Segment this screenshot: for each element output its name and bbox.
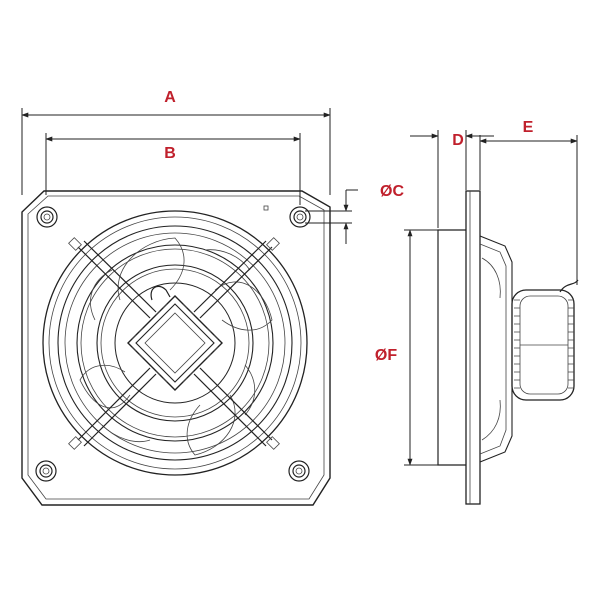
front-view (21, 190, 331, 506)
mounting-plate-inner-edge (27, 195, 325, 500)
dimension-b: B (45, 133, 301, 205)
label-b: B (164, 145, 176, 162)
label-d: D (452, 132, 464, 149)
label-e: E (523, 119, 534, 136)
label-f: ØF (375, 347, 397, 364)
mounting-hole-top-right (289, 206, 311, 228)
guard-profile (479, 235, 513, 463)
side-plate (465, 190, 481, 505)
mounting-hole-bottom-right (288, 460, 310, 482)
dimension-e: E (479, 119, 578, 285)
mounting-plate-outline (21, 190, 331, 506)
venturi-rings (42, 210, 308, 476)
dimension-d: D (410, 130, 494, 228)
dimension-c: ØC (305, 183, 404, 244)
reference-mark (263, 205, 269, 211)
mounting-hole-bottom-left (35, 460, 57, 482)
dimension-a: A (21, 89, 331, 195)
label-c: ØC (380, 183, 404, 200)
mounting-hole-top-left (36, 206, 58, 228)
side-motor (511, 289, 575, 401)
motor-hub (127, 295, 223, 391)
motor-cable (150, 285, 171, 301)
guard-rings (76, 244, 274, 442)
venturi-lip (437, 229, 466, 466)
guard-crossbars (68, 237, 280, 450)
dimension-f: ØF (375, 229, 438, 466)
side-view (437, 190, 579, 505)
label-a: A (164, 89, 176, 106)
